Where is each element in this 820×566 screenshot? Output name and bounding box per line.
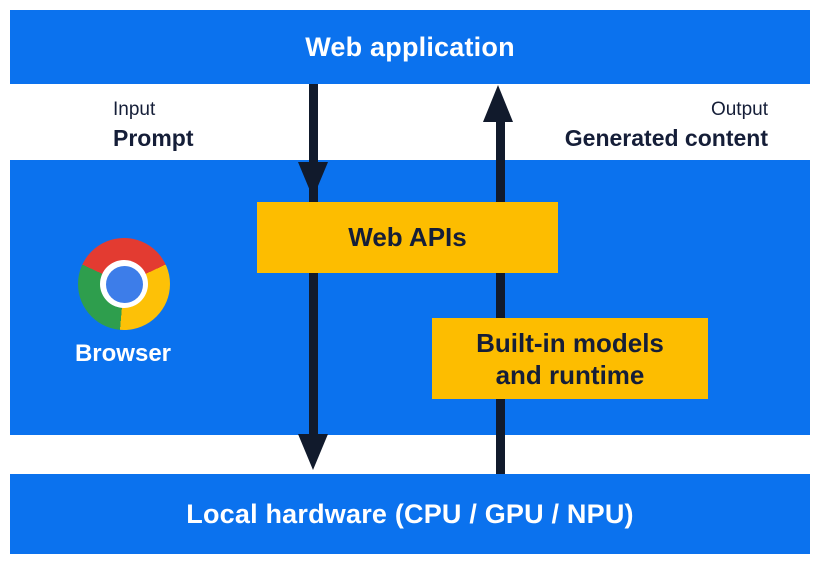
builtin-models-label: Built-in models and runtime — [476, 327, 664, 391]
arrowhead-down-icon — [298, 434, 328, 470]
web-application-bar: Web application — [10, 10, 810, 84]
arrowhead-up-icon — [483, 85, 513, 122]
input-labels: Input Prompt — [113, 98, 194, 153]
builtin-models-line1: Built-in models — [476, 327, 664, 358]
builtin-models-line2: and runtime — [495, 359, 645, 390]
output-title: Output — [710, 99, 768, 120]
web-apis-label: Web APIs — [348, 222, 467, 252]
arrowhead-down-icon — [298, 162, 328, 198]
input-title: Input — [113, 99, 156, 120]
browser-label: Browser — [74, 340, 172, 367]
builtin-models-box: Built-in models and runtime — [432, 318, 708, 399]
output-labels: Output Generated content — [565, 98, 768, 153]
chrome-icon-blue-core — [105, 265, 143, 303]
generated-content-label: Generated content — [564, 124, 768, 151]
chrome-browser-icon — [78, 238, 170, 330]
local-hardware-bar: Local hardware (CPU / GPU / NPU) — [10, 474, 810, 554]
web-application-label: Web application — [305, 31, 515, 62]
output-flow-arrow-line — [496, 122, 505, 474]
local-hardware-label: Local hardware (CPU / GPU / NPU) — [186, 498, 634, 529]
web-apis-box: Web APIs — [257, 202, 558, 273]
input-prompt-label: Prompt — [113, 124, 194, 151]
